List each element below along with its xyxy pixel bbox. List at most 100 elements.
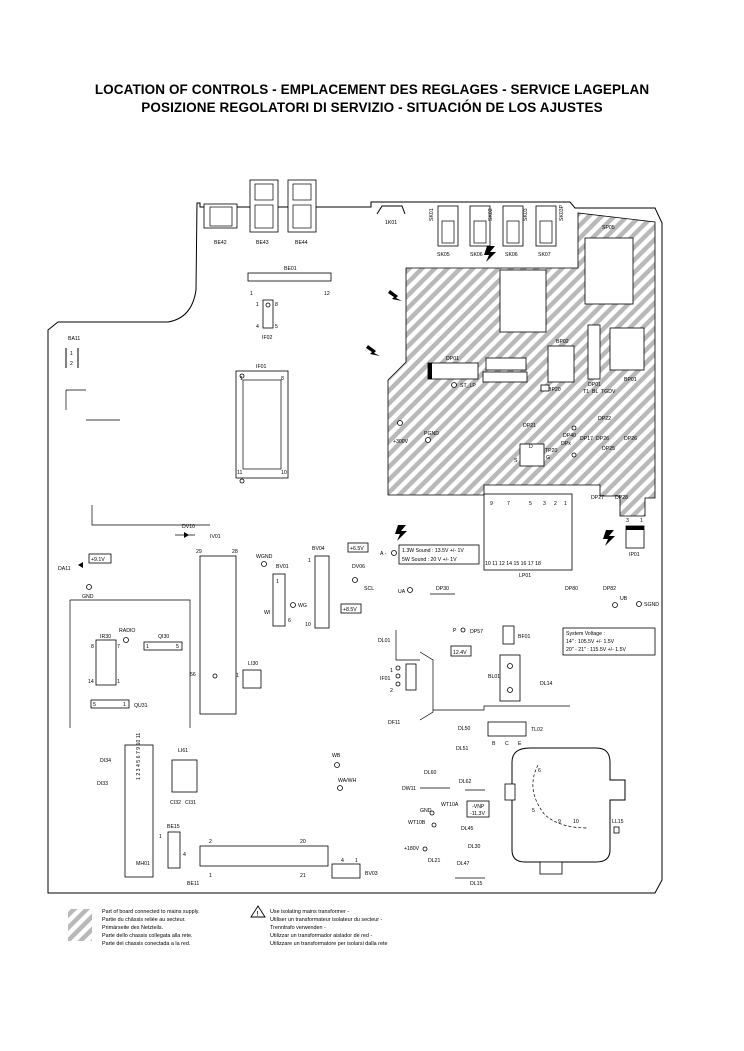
svg-text:CI31: CI31 (185, 800, 196, 806)
svg-text:1: 1 (308, 558, 311, 564)
svg-text:DP26: DP26 (596, 436, 609, 442)
svg-text:-11.3V: -11.3V (470, 811, 485, 817)
svg-text:P: P (453, 628, 457, 634)
svg-text:1: 1 (146, 644, 149, 650)
svg-text:Use isolating mains transforme: Use isolating mains transformer - (270, 909, 349, 915)
svg-text:DP30: DP30 (436, 586, 449, 592)
svg-text:DL60: DL60 (424, 770, 437, 776)
svg-text:-VNP: -VNP (472, 804, 485, 810)
svg-text:6: 6 (538, 768, 541, 774)
svg-text:ST_LP: ST_LP (460, 383, 476, 389)
svg-text:Partie du châssis reliée au se: Partie du châssis reliée au secteur. (102, 917, 186, 923)
svg-text:DL21: DL21 (428, 858, 441, 864)
svg-text:8: 8 (275, 302, 278, 308)
svg-text:GND: GND (82, 594, 94, 600)
svg-text:BE43: BE43 (256, 240, 269, 246)
svg-text:SK05: SK05 (437, 252, 450, 258)
svg-text:1: 1 (159, 834, 162, 840)
svg-text:SK02: SK02 (488, 208, 494, 221)
svg-text:A -: A - (380, 551, 387, 557)
svg-text:DF11: DF11 (388, 720, 400, 726)
svg-text:BV04: BV04 (312, 546, 325, 552)
svg-text:SK01: SK01 (429, 208, 435, 221)
svg-text:Utilizzar un transformador ais: Utilizzar un transformador aislador de r… (270, 933, 372, 939)
svg-text:!: ! (257, 912, 259, 918)
svg-text:10 11 12 14 15 16 17 18: 10 11 12 14 15 16 17 18 (485, 561, 541, 567)
svg-text:WB: WB (332, 753, 341, 759)
svg-text:DPx: DPx (561, 441, 571, 447)
connector-be43: BE43 (249, 179, 279, 246)
svg-text:DL51: DL51 (456, 746, 469, 752)
svg-text:WI: WI (264, 610, 270, 616)
svg-text:WA/WH: WA/WH (338, 778, 357, 784)
svg-text:T1: T1 (583, 389, 589, 395)
svg-text:BL: BL (592, 389, 598, 395)
svg-text:4: 4 (183, 852, 186, 858)
svg-text:LP01: LP01 (519, 573, 531, 579)
svg-text:IP01: IP01 (629, 552, 640, 558)
svg-text:Part of board connected to mai: Part of board connected to mains supply. (102, 909, 200, 915)
svg-text:DP25: DP25 (602, 446, 615, 452)
connector-be44: BE44 (287, 179, 317, 246)
svg-text:1: 1 (256, 302, 259, 308)
svg-text:3: 3 (626, 518, 629, 524)
svg-text:BE11: BE11 (187, 881, 199, 887)
svg-text:WT10B: WT10B (408, 820, 426, 826)
svg-text:Parte del chassis conectada a: Parte del chassis conectada a la red. (102, 941, 190, 947)
svg-text:14" : 105.5V +/- 1.5V: 14" : 105.5V +/- 1.5V (566, 639, 615, 645)
svg-text:DL50: DL50 (458, 726, 471, 732)
svg-text:B: B (492, 741, 496, 747)
svg-text:1 2 3 4 5 6 7 9 10 11: 1 2 3 4 5 6 7 9 10 11 (136, 733, 142, 780)
svg-text:SGND: SGND (644, 602, 659, 608)
connector-ba11: BA11 1 2 (65, 336, 120, 421)
svg-text:DP01: DP01 (446, 356, 459, 362)
svg-text:20" - 21" : 115.5V +/- 1.5V: 20" - 21" : 115.5V +/- 1.5V (566, 647, 627, 653)
svg-text:SK03: SK03 (523, 208, 529, 221)
svg-text:QI30: QI30 (158, 634, 169, 640)
svg-text:SP05: SP05 (602, 225, 615, 231)
svg-text:1: 1 (70, 351, 73, 357)
connector-sp05: SP05 (584, 225, 634, 305)
svg-text:DP40: DP40 (563, 433, 576, 439)
svg-text:1: 1 (564, 501, 567, 507)
svg-text:BE42: BE42 (214, 240, 227, 246)
svg-text:1: 1 (276, 579, 279, 585)
svg-text:SK03P: SK03P (559, 204, 565, 221)
svg-text:BP20: BP20 (548, 387, 561, 393)
svg-text:DP57: DP57 (470, 629, 483, 635)
svg-text:3: 3 (543, 501, 546, 507)
svg-text:DL30: DL30 (468, 844, 481, 850)
svg-text:WT10A: WT10A (441, 802, 459, 808)
page-title-line-1: LOCATION OF CONTROLS - EMPLACEMENT DES R… (94, 82, 650, 97)
svg-text:BV01: BV01 (276, 564, 289, 570)
svg-text:BE01: BE01 (284, 266, 297, 272)
flyback-transformer: 6 5 9 10 LL15 (504, 747, 626, 875)
svg-text:7: 7 (507, 501, 510, 507)
dat1-area: DA11 +9.1V GND (58, 553, 191, 728)
svg-text:BF01: BF01 (518, 634, 531, 640)
svg-text:E: E (518, 741, 522, 747)
power-supply-components: DP01 ST_LP BP02 DP01 T1 BL TGDV BP01 BP2… (393, 269, 645, 558)
svg-text:LL15: LL15 (612, 819, 624, 825)
page-title-line-2: POSIZIONE REGOLATORI DI SERVIZIO - SITUA… (141, 100, 603, 115)
svg-text:10: 10 (305, 622, 311, 628)
svg-text:TP20: TP20 (545, 448, 558, 454)
svg-text:10: 10 (281, 470, 287, 476)
svg-text:Utiliser un transformateur iso: Utiliser un transformateur isolateur du … (270, 917, 383, 923)
svg-text:+9.1V: +9.1V (91, 557, 105, 563)
component-iv01: 29 28 56 IV01 (190, 534, 238, 715)
svg-text:C: C (505, 741, 509, 747)
svg-text:UB: UB (620, 596, 628, 602)
svg-text:1: 1 (390, 668, 393, 674)
svg-text:CI32: CI32 (170, 800, 181, 806)
system-voltage-area: DP80 DP82 UB SGND System Voltage : 14" :… (562, 586, 659, 656)
svg-text:DL14: DL14 (540, 681, 553, 687)
svg-text:+8.5V: +8.5V (343, 607, 357, 613)
svg-text:1: 1 (123, 702, 126, 708)
svg-text:IV01: IV01 (210, 534, 221, 540)
svg-text:DL01: DL01 (378, 638, 391, 644)
svg-text:2: 2 (390, 688, 393, 694)
svg-text:1: 1 (236, 673, 239, 679)
svg-text:DA11: DA11 (58, 566, 71, 572)
